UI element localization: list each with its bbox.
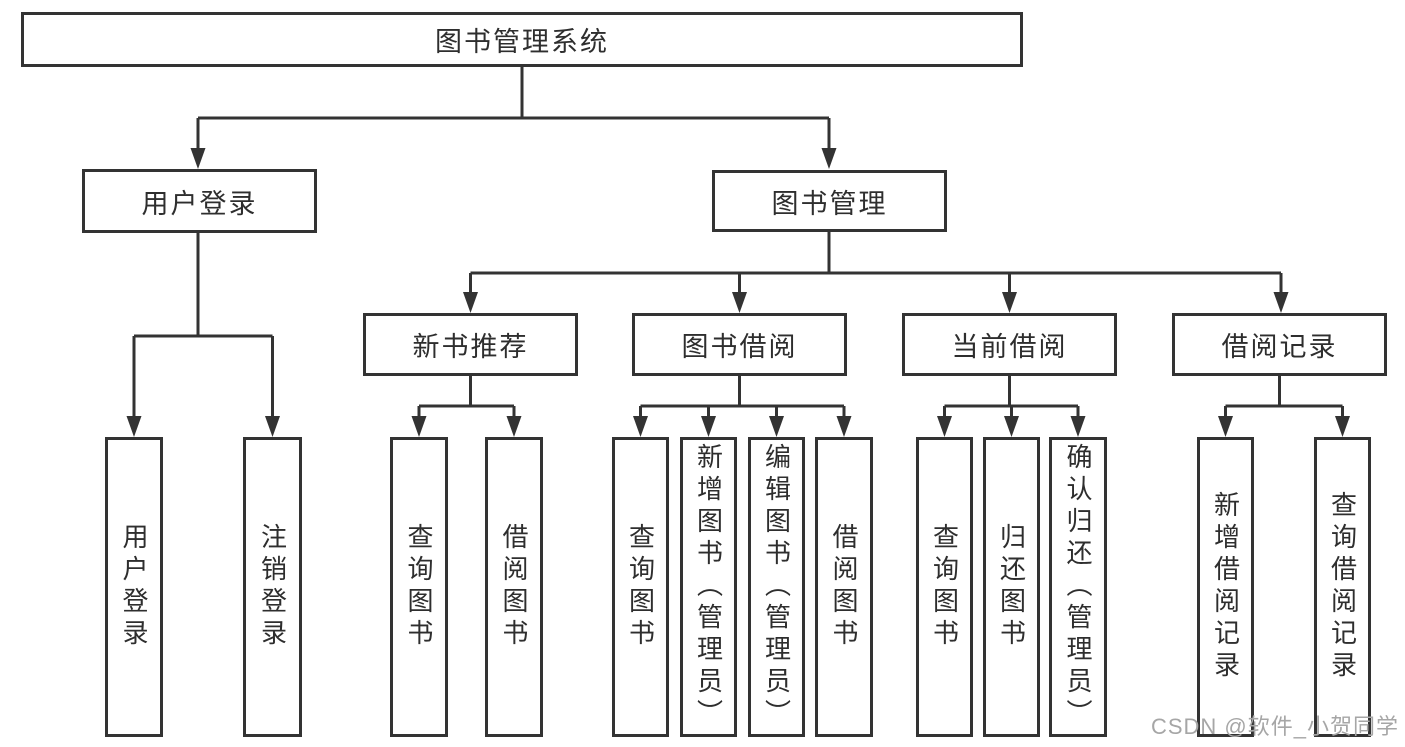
node-label: 查询图书 bbox=[625, 523, 656, 651]
node-label: 用户登录 bbox=[119, 523, 149, 651]
node-label: 借阅记录 bbox=[1221, 332, 1338, 362]
node-label: 确认归还（管理员） bbox=[1063, 443, 1093, 731]
node-label: 查询图书 bbox=[929, 523, 960, 651]
leaf-borrow-books-recommend: 借阅图书 bbox=[485, 437, 543, 737]
node-label: 查询借阅记录 bbox=[1327, 491, 1358, 683]
node-label: 借阅图书 bbox=[499, 523, 529, 651]
leaf-query-books-borrowing: 查询图书 bbox=[612, 437, 669, 737]
connector-paths bbox=[132, 67, 1344, 419]
node-new-book-recommend: 新书推荐 bbox=[363, 313, 578, 376]
node-library-management-system: 图书管理系统 bbox=[21, 12, 1023, 67]
node-label: 新增借阅记录 bbox=[1210, 491, 1241, 683]
csdn-watermark: CSDN @软件_小贺同学 bbox=[1150, 714, 1399, 739]
node-label: 借阅图书 bbox=[829, 523, 859, 651]
arrowheads bbox=[126, 148, 1350, 437]
leaf-query-borrow-record: 查询借阅记录 bbox=[1314, 437, 1371, 737]
node-label: 注销登录 bbox=[257, 523, 288, 651]
node-book-borrowing: 图书借阅 bbox=[632, 313, 847, 376]
leaf-query-books-recommend: 查询图书 bbox=[390, 437, 448, 737]
node-label: 新书推荐 bbox=[412, 332, 529, 362]
node-label: 编辑图书（管理员） bbox=[761, 443, 792, 731]
leaf-add-borrow-record: 新增借阅记录 bbox=[1197, 437, 1254, 737]
node-label: 新增图书（管理员） bbox=[693, 443, 724, 731]
node-label: 当前借阅 bbox=[951, 332, 1068, 362]
node-label: 归还图书 bbox=[996, 523, 1027, 651]
node-label: 图书管理系统 bbox=[435, 27, 609, 57]
node-borrowing-records: 借阅记录 bbox=[1172, 313, 1387, 376]
leaf-return-books: 归还图书 bbox=[983, 437, 1040, 737]
node-label: 图书管理 bbox=[771, 188, 888, 219]
leaf-logout: 注销登录 bbox=[243, 437, 302, 737]
node-book-management: 图书管理 bbox=[712, 170, 947, 232]
node-user-login: 用户登录 bbox=[82, 169, 317, 233]
node-label: 查询图书 bbox=[404, 523, 434, 651]
leaf-confirm-return-admin: 确认归还（管理员） bbox=[1049, 437, 1107, 737]
node-current-borrowing: 当前借阅 bbox=[902, 313, 1117, 376]
leaf-add-books-admin: 新增图书（管理员） bbox=[680, 437, 737, 737]
leaf-borrow-books: 借阅图书 bbox=[815, 437, 873, 737]
leaf-query-books-current: 查询图书 bbox=[916, 437, 973, 737]
node-label: 用户登录 bbox=[141, 188, 258, 219]
leaf-user-login: 用户登录 bbox=[105, 437, 163, 737]
leaf-edit-books-admin: 编辑图书（管理员） bbox=[748, 437, 805, 737]
node-label: 图书借阅 bbox=[681, 332, 798, 362]
